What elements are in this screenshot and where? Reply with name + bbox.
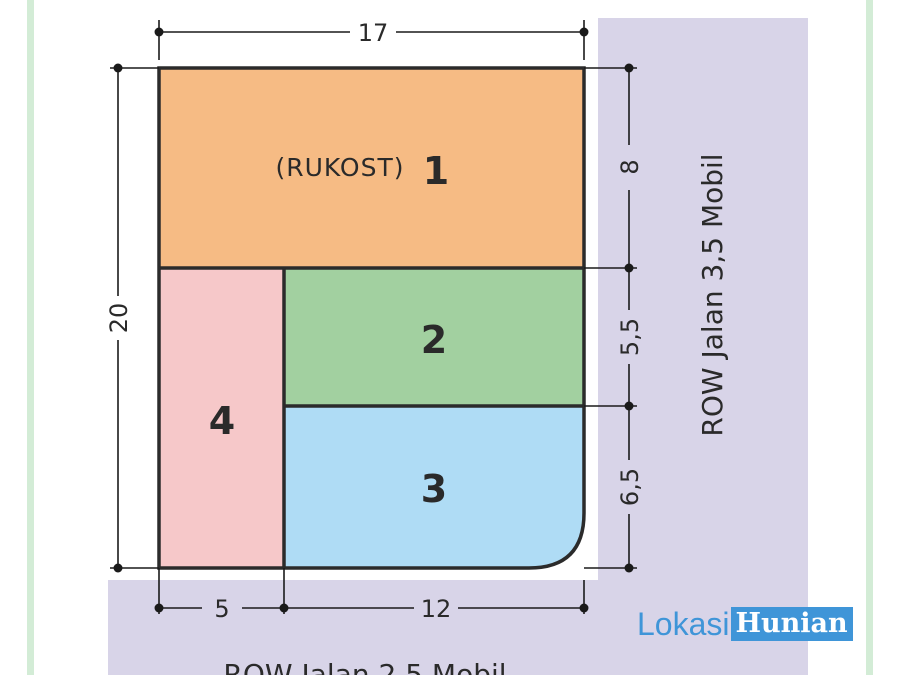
plot-1-area <box>159 68 584 268</box>
dim-right-label-3: 6,5 <box>616 468 644 506</box>
plot-2-area <box>284 268 584 406</box>
plot-4-area <box>159 268 284 568</box>
plot-1-number: 1 <box>423 149 449 193</box>
road-right-label: ROW Jalan 3,5 Mobil <box>696 153 729 436</box>
plot-2-number: 2 <box>421 318 447 362</box>
left-border-strip <box>27 0 34 675</box>
dim-right-label-1: 8 <box>616 159 644 174</box>
logo-text-lokasi: Lokasi <box>637 606 730 642</box>
dim-bottom-label-1: 5 <box>214 595 229 623</box>
plot-3-area <box>284 406 584 568</box>
dim-bottom <box>154 568 589 614</box>
logo-text-hunian: Hunian <box>730 607 853 641</box>
plot-1-sublabel: (RUKOST) <box>275 153 404 182</box>
dim-left-label: 20 <box>105 303 133 334</box>
plot-3-number: 3 <box>421 467 447 511</box>
plot-4-number: 4 <box>209 399 235 443</box>
right-border-strip <box>866 0 873 675</box>
dim-left <box>110 63 159 573</box>
plot-outline <box>157 66 586 570</box>
dim-bottom-label-2: 12 <box>421 595 452 623</box>
road-curb-curve <box>520 400 598 580</box>
dim-right-label-2: 5,5 <box>616 318 644 356</box>
road-right <box>598 18 808 675</box>
dim-top <box>154 20 589 60</box>
road-bottom-label: ROW Jalan 2,5 Mobil <box>223 658 506 675</box>
dim-right <box>584 63 637 573</box>
dim-top-label: 17 <box>358 19 389 47</box>
